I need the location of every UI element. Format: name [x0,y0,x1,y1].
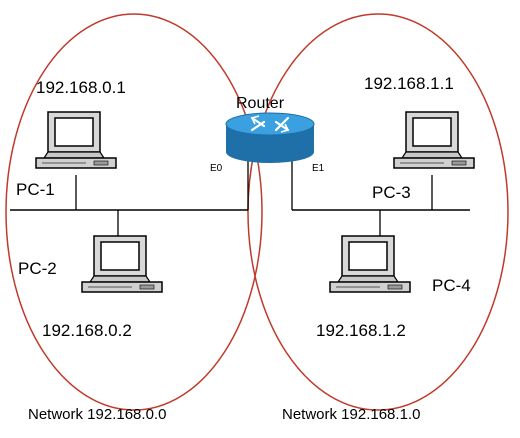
pc-2-name: PC-2 [18,259,57,278]
pc-4-icon [329,235,411,293]
network-1-label: Network 192.168.1.0 [282,406,420,423]
network-0-label: Network 192.168.0.0 [28,406,166,423]
pc-2-ip: 192.168.0.2 [42,321,132,340]
router-port-e0: E0 [210,163,223,174]
router-icon [225,112,315,163]
pc-1-icon [35,111,117,169]
pc-1-ip: 192.168.0.1 [36,78,126,97]
pc-1-name: PC-1 [16,180,55,199]
pc-2-icon [81,235,163,293]
router-port-e1: E1 [312,163,325,174]
pc-3-icon [393,111,475,169]
pc-4-ip: 192.168.1.2 [316,321,406,340]
network-0-ellipse [5,13,263,411]
pc-3-name: PC-3 [372,183,411,202]
network-1-ellipse [247,13,509,411]
router-label: Router [236,95,285,112]
pc-4-name: PC-4 [432,276,471,295]
pc-3-ip: 192.168.1.1 [364,74,454,93]
